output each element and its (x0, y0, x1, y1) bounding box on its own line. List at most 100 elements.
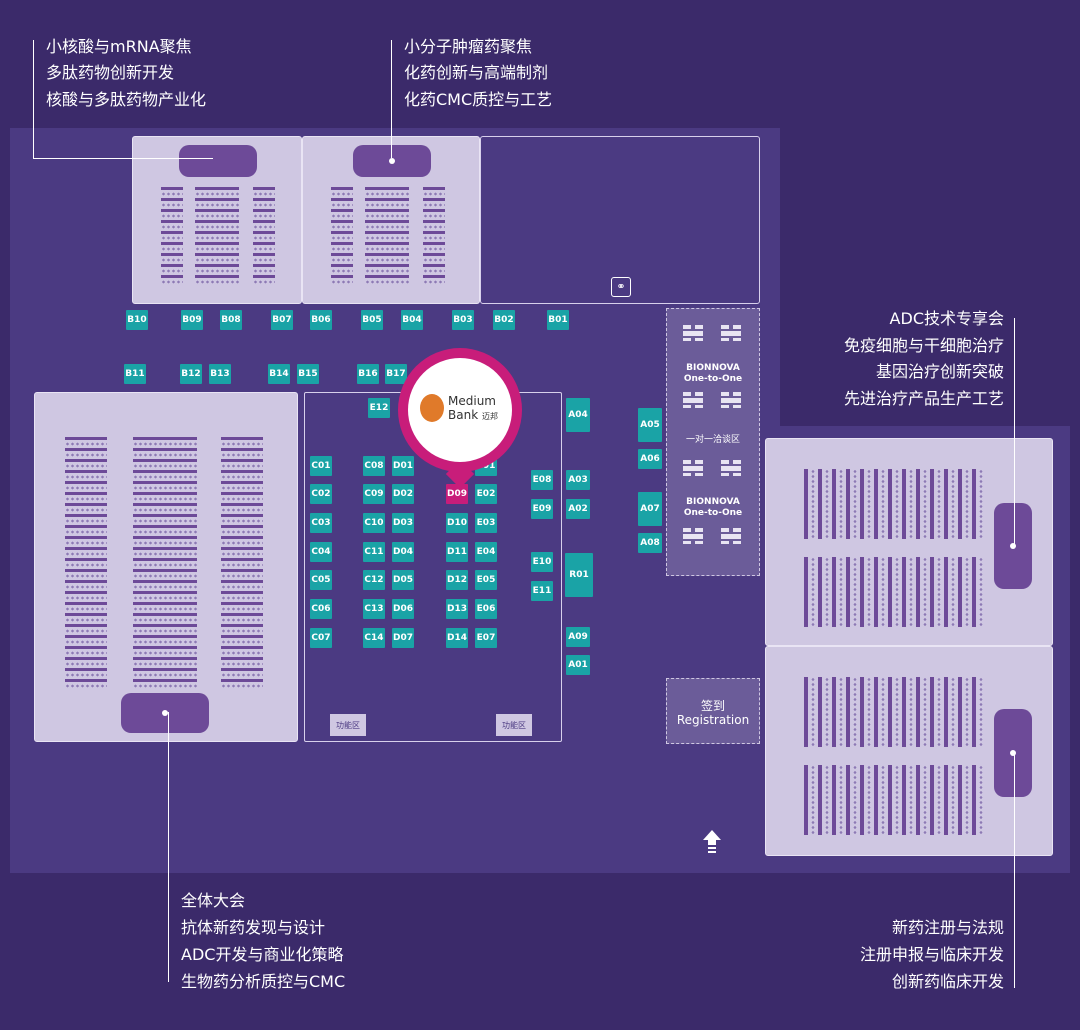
booth-b08[interactable]: B08 (220, 310, 242, 330)
booth-d03[interactable]: D03 (392, 513, 414, 533)
booth-d11[interactable]: D11 (446, 542, 468, 562)
sponsor-marker[interactable]: Medium Bank 迈邦 (398, 348, 522, 489)
booth-b03[interactable]: B03 (452, 310, 474, 330)
booth-b16[interactable]: B16 (357, 364, 379, 384)
booth-e03[interactable]: E03 (475, 513, 497, 533)
booth-r01[interactable]: R01 (565, 553, 593, 597)
topic-bottom-left-3: ADC开发与商业化策略 (181, 945, 344, 964)
booth-e06[interactable]: E06 (475, 599, 497, 619)
booth-d06[interactable]: D06 (392, 599, 414, 619)
stage (994, 503, 1032, 589)
booth-c02[interactable]: C02 (310, 484, 332, 504)
booth-e05[interactable]: E05 (475, 570, 497, 590)
booth-c01[interactable]: C01 (310, 456, 332, 476)
meeting-table (721, 325, 741, 341)
one-to-one-area[interactable]: BIONNOVA One-to-One 一对一洽谈区 BIONNOVA One-… (666, 308, 760, 576)
sponsor-name-1: Medium (448, 394, 496, 408)
room-top-right: ⚭ (480, 136, 760, 304)
restroom-icon: ⚭ (611, 277, 631, 297)
topic-top-left-1: 小核酸与mRNA聚焦 (46, 37, 192, 56)
booth-d02[interactable]: D02 (392, 484, 414, 504)
booth-b12[interactable]: B12 (180, 364, 202, 384)
booth-d13[interactable]: D13 (446, 599, 468, 619)
booth-b01[interactable]: B01 (547, 310, 569, 330)
booth-e07[interactable]: E07 (475, 628, 497, 648)
booth-a01[interactable]: A01 (566, 655, 590, 675)
booth-b09[interactable]: B09 (181, 310, 203, 330)
booth-c03[interactable]: C03 (310, 513, 332, 533)
topic-top-left-3: 核酸与多肽药物产业化 (46, 90, 207, 109)
booth-c11[interactable]: C11 (363, 542, 385, 562)
booth-d10[interactable]: D10 (446, 513, 468, 533)
booth-b07[interactable]: B07 (271, 310, 293, 330)
booth-a06[interactable]: A06 (638, 449, 662, 469)
booth-c08[interactable]: C08 (363, 456, 385, 476)
booth-b02[interactable]: B02 (493, 310, 515, 330)
booth-a09[interactable]: A09 (566, 627, 590, 647)
room-right-upper[interactable] (765, 438, 1053, 646)
booth-d04[interactable]: D04 (392, 542, 414, 562)
booth-b14[interactable]: B14 (268, 364, 290, 384)
booth-e11[interactable]: E11 (531, 581, 553, 601)
booth-c13[interactable]: C13 (363, 599, 385, 619)
registration-cn: 签到 (700, 699, 725, 713)
booth-e09[interactable]: E09 (531, 499, 553, 519)
meeting-table (721, 392, 741, 408)
booth-c09[interactable]: C09 (363, 484, 385, 504)
topic-bottom-right-2: 注册申报与临床开发 (859, 945, 1004, 964)
booth-a03[interactable]: A03 (566, 470, 590, 490)
booth-b06[interactable]: B06 (310, 310, 332, 330)
booth-d09[interactable]: D09 (446, 484, 468, 504)
booth-a04[interactable]: A04 (566, 398, 590, 432)
entrance-arrow-icon (702, 828, 722, 854)
booth-b11[interactable]: B11 (124, 364, 146, 384)
room-top-left[interactable] (132, 136, 302, 304)
one-to-one-sub-2: One-to-One (683, 508, 743, 518)
registration-en: Registration (676, 713, 750, 727)
booth-c04[interactable]: C04 (310, 542, 332, 562)
booth-c14[interactable]: C14 (363, 628, 385, 648)
booth-e08[interactable]: E08 (531, 470, 553, 490)
stage (179, 145, 257, 177)
booth-e02[interactable]: E02 (475, 484, 497, 504)
booth-d01[interactable]: D01 (392, 456, 414, 476)
booth-a05[interactable]: A05 (638, 408, 662, 442)
booth-d07[interactable]: D07 (392, 628, 414, 648)
booth-b15[interactable]: B15 (297, 364, 319, 384)
booth-c12[interactable]: C12 (363, 570, 385, 590)
booth-c06[interactable]: C06 (310, 599, 332, 619)
booth-a08[interactable]: A08 (638, 533, 662, 553)
booth-b05[interactable]: B05 (361, 310, 383, 330)
meeting-table (721, 528, 741, 544)
room-plenary[interactable] (34, 392, 298, 742)
booth-d14[interactable]: D14 (446, 628, 468, 648)
booth-e12[interactable]: E12 (368, 398, 390, 418)
sponsor-name-cn: 迈邦 (481, 412, 498, 421)
one-to-one-brand-2: BIONNOVA (686, 497, 740, 507)
booth-b10[interactable]: B10 (126, 310, 148, 330)
booth-e10[interactable]: E10 (531, 552, 553, 572)
topic-top-left-2: 多肽药物创新开发 (46, 63, 175, 82)
topic-top-mid-3: 化药CMC质控与工艺 (404, 90, 553, 109)
booth-a02[interactable]: A02 (566, 499, 590, 519)
meeting-table (683, 528, 703, 544)
booth-d05[interactable]: D05 (392, 570, 414, 590)
booth-b17[interactable]: B17 (385, 364, 407, 384)
booth-c05[interactable]: C05 (310, 570, 332, 590)
booth-b13[interactable]: B13 (209, 364, 231, 384)
meeting-table (683, 325, 703, 341)
meeting-table (683, 460, 703, 476)
booth-c10[interactable]: C10 (363, 513, 385, 533)
booth-c07[interactable]: C07 (310, 628, 332, 648)
topic-right-upper-3: 基因治疗创新突破 (875, 362, 1004, 381)
topic-bottom-left-1: 全体大会 (181, 891, 246, 910)
topic-bottom-left-4: 生物药分析质控与CMC (181, 972, 346, 991)
room-right-lower[interactable] (765, 646, 1053, 856)
registration-desk[interactable]: 签到 Registration (666, 678, 760, 744)
booth-a07[interactable]: A07 (638, 492, 662, 526)
room-top-mid[interactable] (302, 136, 480, 304)
booth-e04[interactable]: E04 (475, 542, 497, 562)
booth-b04[interactable]: B04 (401, 310, 423, 330)
sponsor-name-2: Bank (448, 408, 479, 422)
booth-d12[interactable]: D12 (446, 570, 468, 590)
